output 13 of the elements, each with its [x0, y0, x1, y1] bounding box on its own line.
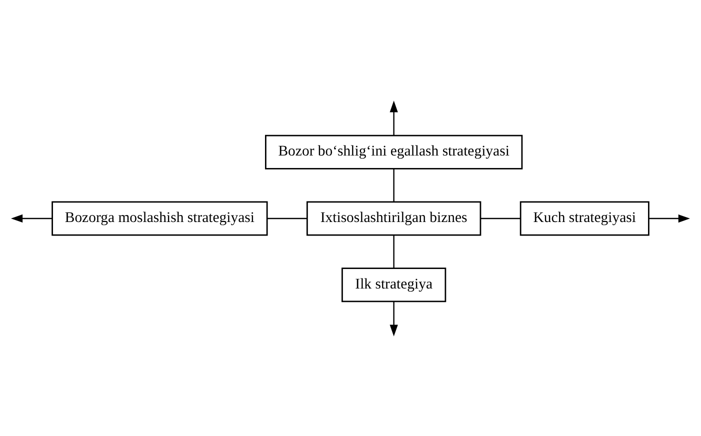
connector: [393, 234, 394, 268]
connector: [393, 168, 394, 202]
arrow: [390, 100, 398, 136]
connector: [267, 217, 307, 219]
connector: [480, 217, 520, 219]
node-box: Kuch strategiyasi: [520, 200, 650, 236]
node-box: Ixtisoslashtirilgan biznes: [306, 200, 482, 236]
node-box: Bozor bo‘shlig‘ini egallash strategiyasi: [265, 134, 523, 169]
arrow: [648, 214, 690, 222]
node-box: Bozorga moslashish strategiyasi: [52, 200, 268, 236]
node-box: Ilk strategiya: [342, 267, 446, 302]
arrow: [10, 214, 52, 222]
arrow: [390, 301, 398, 336]
